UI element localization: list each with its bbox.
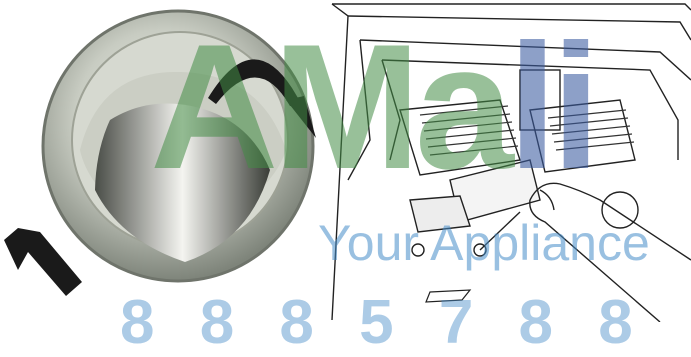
broil-element-diagram <box>330 0 691 322</box>
knob-photo <box>0 0 326 322</box>
broil-element <box>410 160 540 256</box>
push-arrow-icon <box>4 228 82 296</box>
fan-opening <box>602 192 638 228</box>
mounting-bracket <box>426 290 470 302</box>
hand-drawing <box>530 183 691 322</box>
oven-interior-line-drawing <box>330 0 691 322</box>
oven-knob-illustration <box>0 0 326 322</box>
